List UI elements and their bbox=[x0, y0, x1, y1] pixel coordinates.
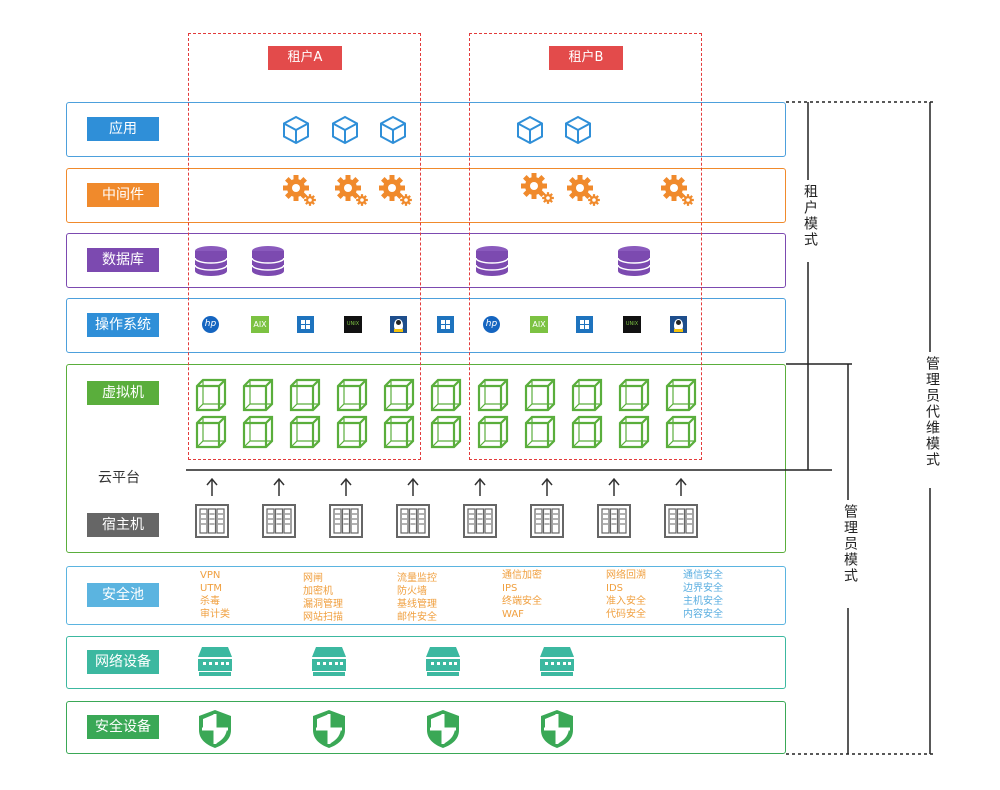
app-cube-icon bbox=[332, 116, 358, 144]
layer-label-middleware: 中间件 bbox=[87, 183, 159, 207]
tenant-b-tag: 租户B bbox=[549, 46, 623, 70]
windows-icon bbox=[576, 316, 593, 333]
database-icon bbox=[194, 245, 228, 277]
middleware-gear-icon bbox=[567, 175, 600, 206]
tenant-mode-label: 租户模式 bbox=[800, 184, 820, 248]
unix-icon: UNIX bbox=[344, 316, 362, 333]
app-cube-icon bbox=[565, 116, 591, 144]
os-icons-row: hp AIX UNIX hp AIX UNIX bbox=[0, 316, 1000, 336]
layer-label-secdev: 安全设备 bbox=[87, 715, 159, 739]
database-icon bbox=[475, 245, 509, 277]
security-shield-icon bbox=[539, 708, 575, 750]
aix-icon: AIX bbox=[251, 316, 269, 333]
secpool-group-4: 通信加密 IPS 终端安全 WAF bbox=[502, 570, 542, 620]
security-shield-icon bbox=[197, 708, 233, 750]
middleware-gear-icon bbox=[335, 175, 368, 206]
app-cube-icon bbox=[380, 116, 406, 144]
middleware-gear-icon bbox=[661, 175, 694, 206]
hp-icon: hp bbox=[483, 316, 500, 333]
app-cube-icon bbox=[517, 116, 543, 144]
network-switch-icon bbox=[426, 647, 460, 676]
cloud-platform-label: 云平台 bbox=[98, 470, 140, 486]
network-switch-icon bbox=[312, 647, 346, 676]
layer-label-netdev: 网络设备 bbox=[87, 650, 159, 674]
security-shield-icon bbox=[425, 708, 461, 750]
network-switch-icon bbox=[540, 647, 574, 676]
layer-label-host: 宿主机 bbox=[87, 513, 159, 537]
network-switch-icon bbox=[198, 647, 232, 676]
tenant-a-tag: 租户A bbox=[268, 46, 342, 70]
host-arrows bbox=[206, 477, 687, 496]
admin-proxy-mode-label: 管理员代维模式 bbox=[922, 356, 942, 468]
layer-label-database: 数据库 bbox=[87, 248, 159, 272]
database-icon bbox=[251, 245, 285, 277]
middleware-gear-icon bbox=[521, 173, 554, 204]
layer-security-devices: 安全设备 bbox=[66, 701, 786, 754]
secpool-group-2: 网闸 加密机 漏洞管理 网站扫描 bbox=[303, 573, 343, 623]
layer-label-secpool: 安全池 bbox=[87, 583, 159, 607]
host-servers bbox=[195, 504, 698, 538]
windows-icon bbox=[437, 316, 454, 333]
unix-icon: UNIX bbox=[623, 316, 641, 333]
windows-icon bbox=[297, 316, 314, 333]
middleware-gear-icon bbox=[379, 175, 412, 206]
layer-label-app: 应用 bbox=[87, 117, 159, 141]
admin-mode-label: 管理员模式 bbox=[840, 504, 860, 584]
linux-icon bbox=[390, 316, 407, 333]
aix-icon: AIX bbox=[530, 316, 548, 333]
database-icon bbox=[617, 245, 651, 277]
linux-icon bbox=[670, 316, 687, 333]
layer-database: 数据库 bbox=[66, 233, 786, 288]
security-shield-icon bbox=[311, 708, 347, 750]
secpool-group-1: VPN UTM 杀毒 审计类 bbox=[200, 570, 230, 620]
middleware-gear-icon bbox=[283, 175, 316, 206]
app-cube-icon bbox=[283, 116, 309, 144]
layer-app: 应用 bbox=[66, 102, 786, 157]
vm-grid bbox=[195, 378, 697, 449]
secpool-group-6: 通信安全 边界安全 主机安全 内容安全 bbox=[683, 570, 723, 620]
tenant-a-boundary bbox=[188, 33, 421, 460]
tenant-b-boundary bbox=[469, 33, 702, 460]
layer-label-vm: 虚拟机 bbox=[87, 381, 159, 405]
hp-icon: hp bbox=[202, 316, 219, 333]
layer-security-pool: 安全池 bbox=[66, 566, 786, 625]
secpool-group-5: 网络回溯 IDS 准入安全 代码安全 bbox=[606, 570, 646, 620]
layer-os: 操作系统 bbox=[66, 298, 786, 353]
secpool-group-3: 流量监控 防火墙 基线管理 邮件安全 bbox=[397, 573, 437, 623]
layer-label-os: 操作系统 bbox=[87, 313, 159, 337]
